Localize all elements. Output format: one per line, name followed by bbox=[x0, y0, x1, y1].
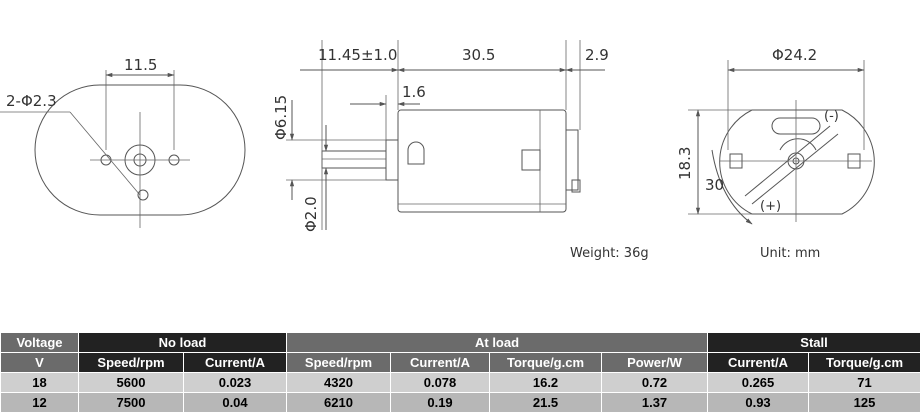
table-cell: 0.023 bbox=[182, 372, 288, 393]
table-cell: 1.37 bbox=[601, 392, 709, 413]
boss-diameter-label: Φ6.15 bbox=[272, 95, 290, 140]
table-cell: 16.2 bbox=[489, 372, 603, 393]
column-header: Current/A bbox=[390, 352, 491, 373]
negative-terminal-mark: (-) bbox=[824, 109, 839, 124]
positive-terminal-mark: (+) bbox=[760, 199, 781, 214]
no-load-group-header: No load bbox=[77, 332, 288, 353]
table-row: 18 5600 0.023 4320 0.078 16.2 0.72 0.265… bbox=[0, 372, 920, 393]
table-subheader-row: V Speed/rpm Current/A Speed/rpm Current/… bbox=[0, 352, 920, 373]
body-length-label: 30.5 bbox=[462, 46, 495, 64]
at-load-group-header: At load bbox=[286, 332, 709, 353]
table-cell: 7500 bbox=[78, 392, 184, 413]
hole-spacing-label: 11.5 bbox=[124, 56, 157, 74]
table-cell: 18 bbox=[0, 372, 79, 393]
column-header: Torque/g.cm bbox=[808, 352, 920, 373]
column-header: Current/A bbox=[182, 352, 288, 373]
flat-height-label: 18.3 bbox=[676, 147, 694, 180]
table-cell: 21.5 bbox=[489, 392, 603, 413]
terminal-angle-label: 30 bbox=[705, 176, 724, 194]
table-cell: 12 bbox=[0, 392, 79, 413]
unit-label: Unit: mm bbox=[760, 246, 820, 261]
table-cell: 4320 bbox=[286, 372, 392, 393]
weight-label: Weight: 36g bbox=[570, 246, 649, 261]
column-header: V bbox=[0, 352, 79, 373]
column-header: Speed/rpm bbox=[78, 352, 184, 373]
column-header: Power/W bbox=[601, 352, 709, 373]
table-group-header-row: Voltage No load At load Stall bbox=[0, 332, 920, 353]
table-cell: 6210 bbox=[286, 392, 392, 413]
table-row: 12 7500 0.04 6210 0.19 21.5 1.37 0.93 12… bbox=[0, 392, 920, 413]
voltage-group-header: Voltage bbox=[0, 332, 79, 353]
table-cell: 0.72 bbox=[601, 372, 709, 393]
boss-length-label: 1.6 bbox=[402, 83, 426, 101]
column-header: Current/A bbox=[707, 352, 810, 373]
rear-view bbox=[688, 60, 875, 225]
terminal-length-label: 2.9 bbox=[585, 46, 609, 64]
front-view bbox=[0, 70, 246, 228]
column-header: Speed/rpm bbox=[286, 352, 392, 373]
shaft-length-label: 11.45±1.0 bbox=[318, 46, 397, 64]
motor-technical-drawing: 11.5 2-Φ2.3 11.4 bbox=[0, 40, 875, 261]
table-cell: 0.93 bbox=[707, 392, 810, 413]
stall-group-header: Stall bbox=[707, 332, 920, 353]
table-cell: 71 bbox=[808, 372, 920, 393]
shaft-diameter-label: Φ2.0 bbox=[302, 196, 320, 232]
performance-table: Voltage No load At load Stall V Speed/rp… bbox=[0, 332, 920, 413]
body-diameter-label: Φ24.2 bbox=[772, 46, 817, 64]
table-cell: 0.04 bbox=[182, 392, 288, 413]
table-cell: 5600 bbox=[78, 372, 184, 393]
column-header: Torque/g.cm bbox=[489, 352, 603, 373]
table-cell: 125 bbox=[808, 392, 920, 413]
table-cell: 0.19 bbox=[390, 392, 491, 413]
table-cell: 0.078 bbox=[390, 372, 491, 393]
side-view bbox=[286, 40, 605, 230]
hole-diameter-label: 2-Φ2.3 bbox=[6, 92, 57, 110]
table-cell: 0.265 bbox=[707, 372, 810, 393]
